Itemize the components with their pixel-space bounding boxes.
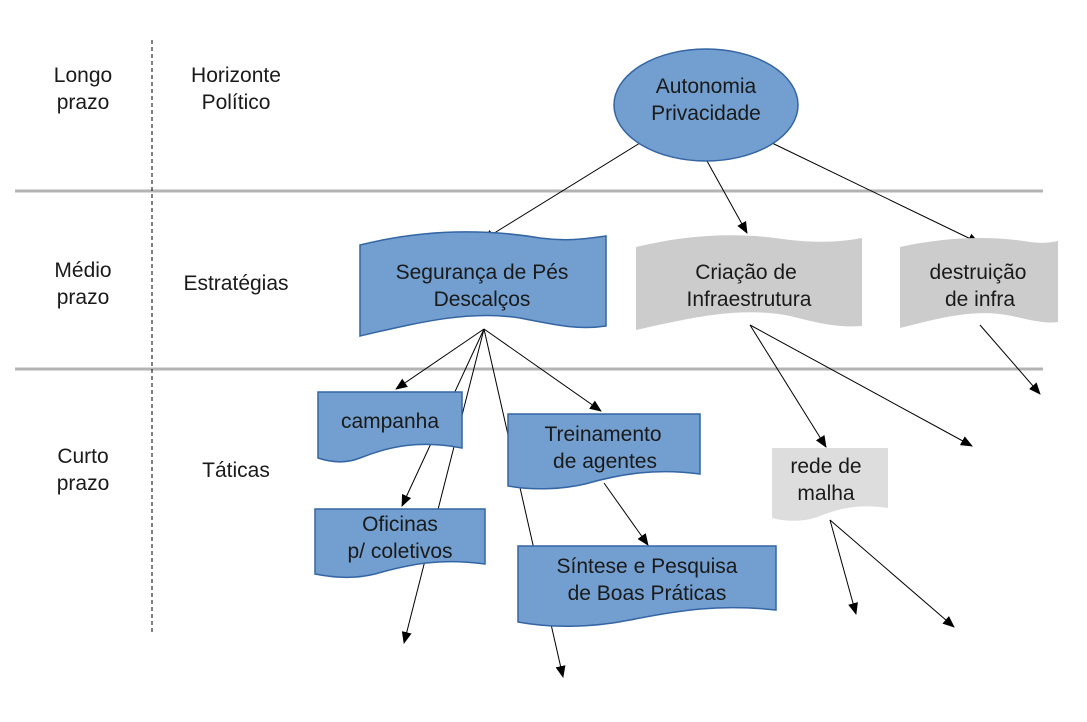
- tactic-node-oficinas: Oficinas p/ coletivos: [314, 508, 486, 579]
- svg-text:Segurança de Pés: Segurança de Pés: [396, 261, 569, 284]
- arrow-destruicao-offpage: [979, 324, 1041, 395]
- svg-text:malha: malha: [797, 482, 855, 505]
- connector-arrows: [395, 142, 1041, 678]
- svg-text:Criação de: Criação de: [695, 261, 797, 284]
- strategy-node-criacao: Criação de Infraestrutura: [636, 235, 862, 330]
- svg-text:de Boas Práticas: de Boas Práticas: [568, 582, 727, 605]
- svg-text:campanha: campanha: [341, 410, 439, 433]
- svg-text:rede de: rede de: [790, 455, 861, 478]
- row-label-long-term: Longo prazo: [54, 64, 112, 114]
- svg-text:Longo: Longo: [54, 64, 112, 87]
- tactic-node-campanha: campanha: [317, 391, 463, 463]
- level-label-tactics: Táticas: [202, 459, 270, 482]
- level-label-strategies: Estratégias: [183, 272, 288, 295]
- arrow-criacao-to-rede: [749, 324, 827, 448]
- strategy-node-seguranca: Segurança de Pés Descalços: [359, 231, 607, 337]
- arrow-goal-to-criacao: [706, 160, 748, 234]
- arrow-criacao-offpage: [749, 324, 973, 447]
- svg-text:prazo: prazo: [57, 472, 110, 495]
- svg-text:p/ coletivos: p/ coletivos: [347, 540, 452, 563]
- arrow-rede-offpage-1: [829, 519, 858, 615]
- svg-text:Médio: Médio: [54, 259, 111, 282]
- tactic-node-rede: rede de malha: [772, 448, 888, 521]
- arrow-seguranca-to-campanha: [395, 328, 485, 390]
- svg-text:Síntese e Pesquisa: Síntese e Pesquisa: [557, 555, 738, 578]
- arrow-treinamento-to-sintese: [603, 482, 649, 546]
- arrow-goal-to-destruicao: [771, 142, 980, 244]
- svg-text:Horizonte: Horizonte: [191, 64, 281, 87]
- tactic-node-sintese: Síntese e Pesquisa de Boas Práticas: [517, 545, 777, 628]
- svg-text:Privacidade: Privacidade: [651, 102, 761, 125]
- tactic-node-treinamento: Treinamento de agentes: [507, 413, 701, 490]
- svg-text:destruição: destruição: [930, 261, 1027, 284]
- svg-text:prazo: prazo: [57, 91, 110, 114]
- arrow-seguranca-offpage-1: [401, 328, 485, 644]
- strategy-node-destruicao: destruição de infra: [900, 237, 1058, 328]
- svg-text:de infra: de infra: [945, 288, 1015, 311]
- svg-text:Estratégias: Estratégias: [183, 272, 288, 295]
- arrow-seguranca-to-treinamento: [483, 328, 602, 412]
- arrow-goal-to-seguranca: [482, 142, 641, 241]
- row-label-medium-term: Médio prazo: [54, 259, 111, 309]
- svg-text:prazo: prazo: [57, 286, 110, 309]
- level-label-political-horizon: Horizonte Político: [191, 64, 281, 114]
- svg-text:Infraestrutura: Infraestrutura: [687, 288, 812, 311]
- svg-text:Curto: Curto: [57, 445, 108, 468]
- svg-text:Treinamento: Treinamento: [544, 423, 661, 446]
- svg-text:Político: Político: [202, 91, 271, 114]
- svg-text:Autonomia: Autonomia: [656, 75, 757, 98]
- goal-node: Autonomia Privacidade: [613, 48, 799, 162]
- svg-text:Descalços: Descalços: [434, 288, 531, 311]
- arrow-rede-offpage-2: [829, 519, 955, 628]
- svg-text:Táticas: Táticas: [202, 459, 270, 482]
- row-label-short-term: Curto prazo: [57, 445, 110, 495]
- svg-text:Oficinas: Oficinas: [362, 513, 438, 536]
- svg-text:de agentes: de agentes: [553, 450, 657, 473]
